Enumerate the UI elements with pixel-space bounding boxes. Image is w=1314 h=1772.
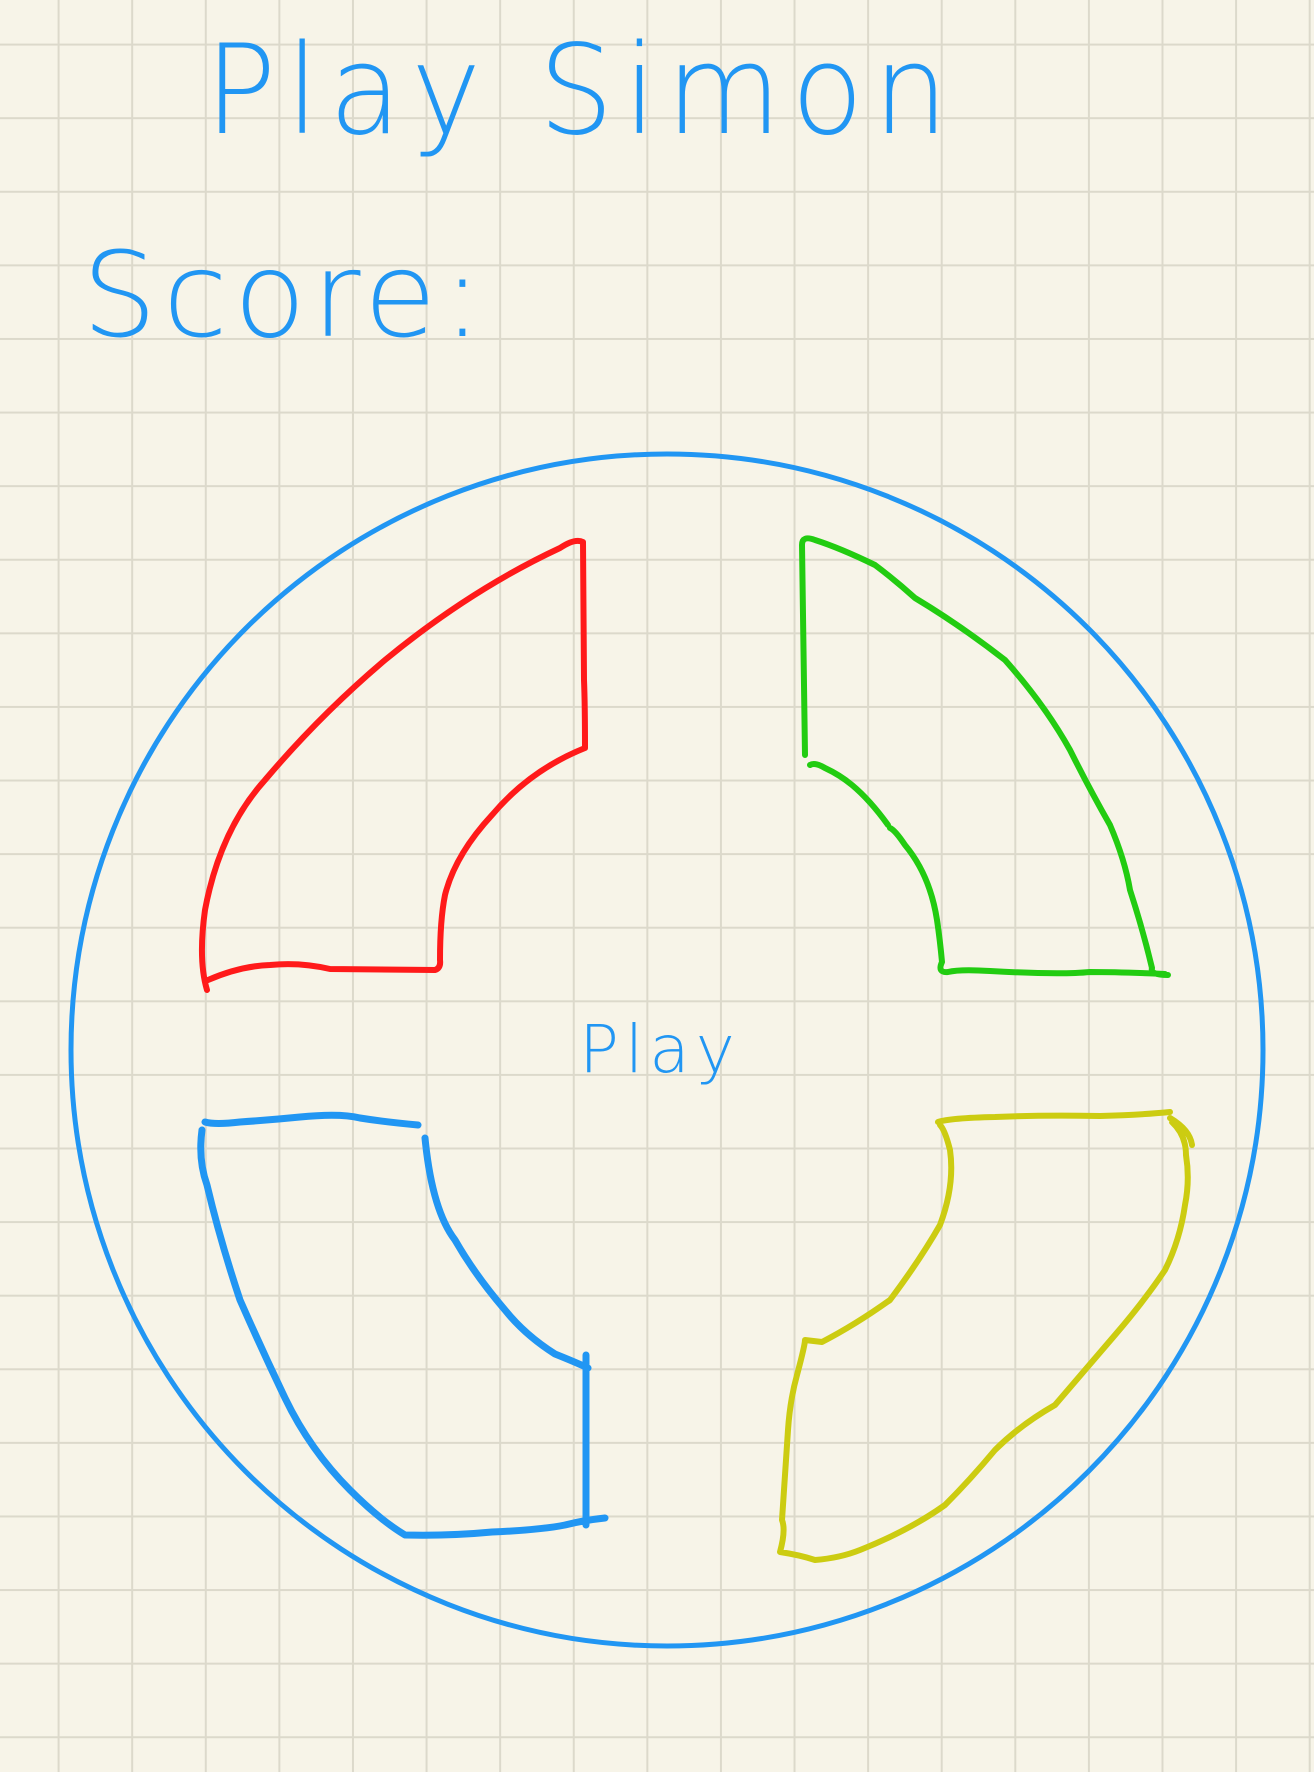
blue-pad[interactable]: [197, 1111, 609, 1539]
game-title: Play Simon: [205, 17, 959, 163]
score-label: Score:: [82, 226, 489, 364]
green-pad[interactable]: [799, 535, 1171, 978]
red-pad[interactable]: [198, 535, 588, 993]
play-button[interactable]: Play: [560, 990, 760, 1110]
yellow-pad[interactable]: [777, 1109, 1195, 1563]
board-ring: [68, 451, 1266, 1649]
